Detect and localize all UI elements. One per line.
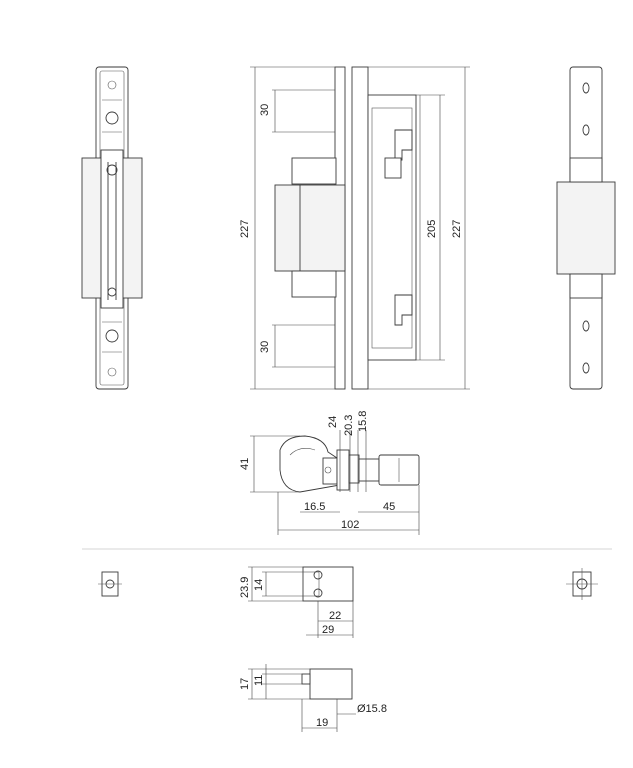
dim-section2-diameter: Ø15.8 (357, 703, 387, 715)
dim-top-total-227-left: 227 (239, 220, 251, 238)
dim-side-24: 24 (327, 416, 339, 428)
dim-side-102: 102 (341, 519, 359, 531)
dim-side-20-3: 20.3 (343, 415, 355, 436)
section-view-1: 23.9 14 22 29 (239, 566, 354, 638)
dim-top-upper-30: 30 (259, 104, 271, 116)
dim-section1-22: 22 (329, 610, 341, 622)
dim-section2-17: 17 (239, 678, 251, 690)
left-elevation-view (81, 66, 143, 390)
dim-top-inner-205: 205 (426, 220, 438, 238)
dim-side-15-8: 15.8 (357, 411, 369, 432)
section-view-2: 17 11 19 Ø15.8 (239, 664, 387, 732)
left-cross-section (98, 571, 122, 597)
dim-top-total-227-right: 227 (451, 220, 463, 238)
center-front-view: 30 227 30 205 227 (239, 66, 470, 390)
side-detail-view: 41 24 20.3 15.8 16.5 45 102 (239, 411, 420, 535)
dim-top-lower-30: 30 (259, 341, 271, 353)
dim-side-45: 45 (383, 501, 395, 513)
dim-section1-29: 29 (322, 624, 334, 636)
dim-side-16-5: 16.5 (304, 501, 325, 513)
dim-section2-11: 11 (253, 675, 265, 686)
right-elevation-view (556, 66, 616, 390)
dim-section1-14: 14 (253, 579, 265, 591)
right-cross-section (566, 568, 598, 600)
dim-side-height-41: 41 (239, 458, 251, 470)
dim-section1-23-9: 23.9 (239, 577, 251, 598)
dim-section2-19: 19 (316, 717, 328, 729)
